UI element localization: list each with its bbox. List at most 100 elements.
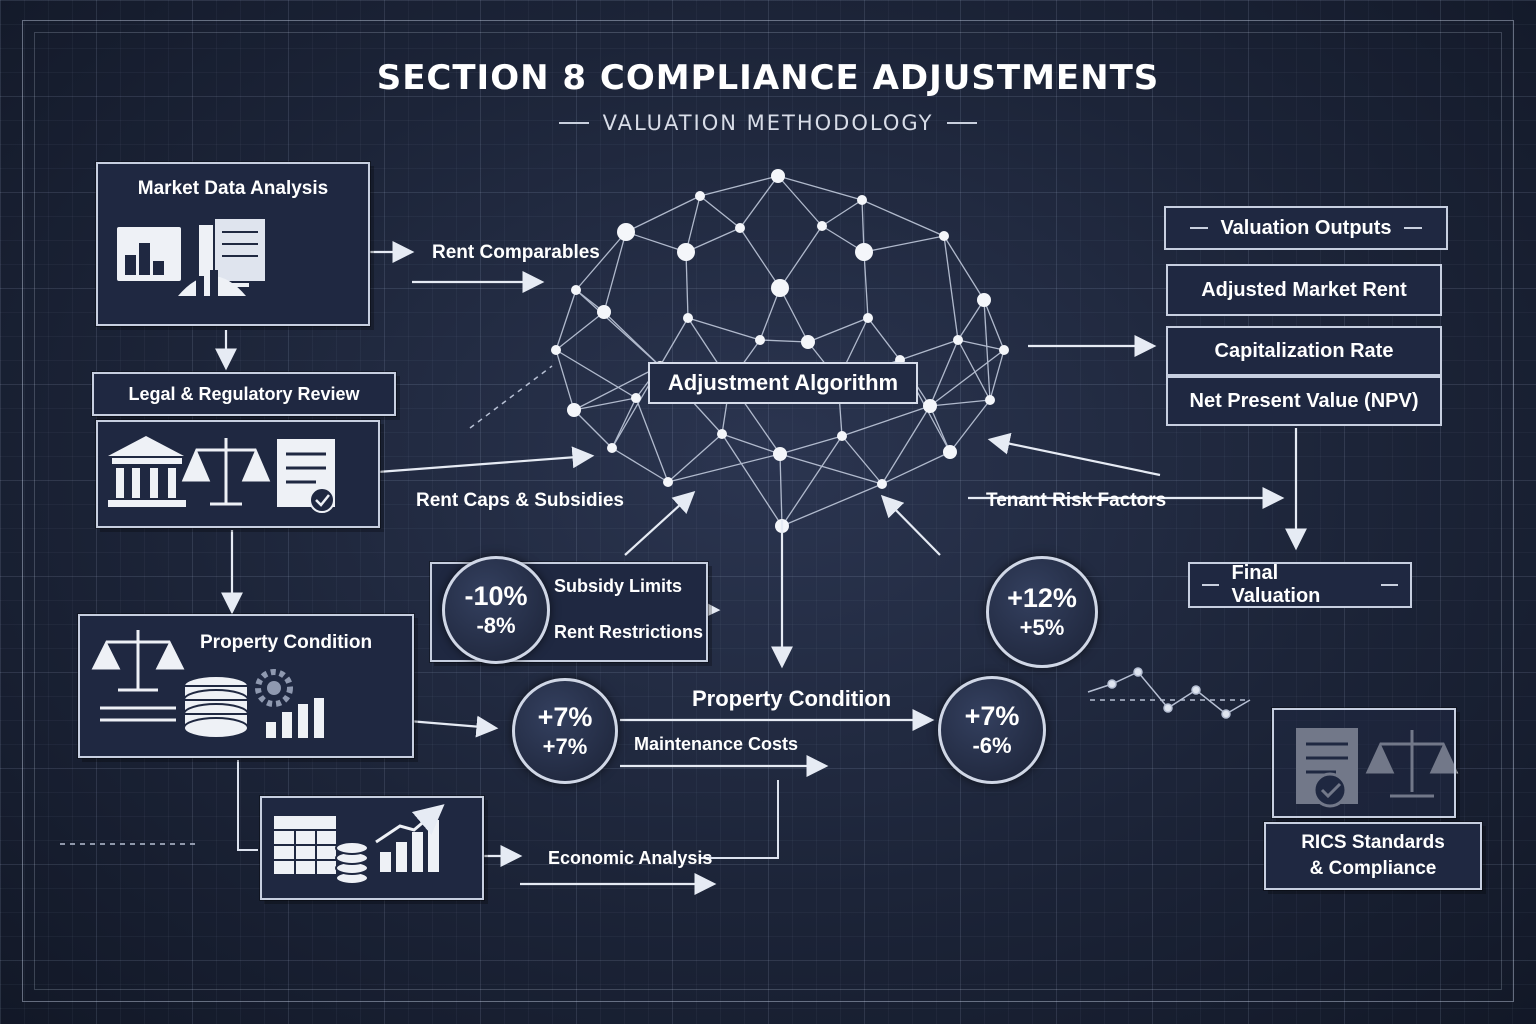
rent-comparables-label: Rent Comparables — [432, 242, 600, 263]
courthouse-icon — [108, 436, 186, 507]
bar-chart-doc-icon — [115, 225, 183, 283]
network-edge — [611, 447, 669, 483]
network-edge — [841, 405, 931, 437]
subtitle-dash-right — [947, 122, 978, 124]
rics-line-1: RICS Standards — [1301, 832, 1445, 853]
network-edge — [555, 349, 637, 399]
output-capitalization-rate: Capitalization Rate — [1166, 326, 1442, 376]
network-edge — [611, 397, 637, 449]
network-node — [771, 279, 789, 297]
rics-icon-panel — [1272, 708, 1456, 818]
network-edge — [573, 409, 613, 449]
coins-icon — [335, 841, 369, 885]
database-icon — [183, 675, 249, 739]
elbow-econ-to-maintenance — [700, 780, 779, 859]
spreadsheet-icon — [274, 816, 336, 874]
network-edge — [781, 435, 843, 527]
network-edge — [721, 433, 783, 527]
page-title: SECTION 8 COMPLIANCE ADJUSTMENTS — [376, 58, 1160, 98]
network-edge — [821, 199, 863, 227]
rent-restrictions-label: Rent Restrictions — [554, 622, 704, 642]
network-edge — [685, 251, 689, 319]
hardhat-house-icon — [178, 270, 246, 296]
network-edge — [863, 235, 945, 253]
rics-line-2: & Compliance — [1309, 858, 1437, 879]
network-node — [855, 243, 873, 261]
network-edge — [635, 397, 669, 483]
network-node — [953, 335, 963, 345]
network-node — [551, 345, 561, 355]
valuation-outputs-title: Valuation Outputs — [1220, 216, 1392, 239]
network-edge — [881, 405, 931, 485]
output-capitalization-rate-label: Capitalization Rate — [1214, 339, 1394, 362]
network-node — [771, 169, 785, 183]
network-node — [773, 447, 787, 461]
maintenance-costs-label: Maintenance Costs — [634, 734, 799, 754]
network-node — [735, 223, 745, 233]
output-adjusted-market-rent: Adjusted Market Rent — [1166, 264, 1442, 316]
network-node — [877, 479, 887, 489]
network-edge — [555, 289, 577, 351]
network-edge — [779, 453, 883, 485]
network-edge — [983, 299, 1005, 351]
network-edge — [721, 433, 781, 455]
network-edge — [759, 339, 809, 343]
network-node — [999, 345, 1009, 355]
elbow-condition-to-econ — [237, 760, 258, 851]
network-edge — [603, 311, 661, 367]
network-edge — [881, 451, 951, 485]
subsidy-adjustment-badge: -10% -8% — [442, 556, 550, 664]
network-edge — [625, 195, 701, 233]
network-node — [617, 223, 635, 241]
network-edge — [779, 453, 783, 527]
network-edge — [863, 251, 869, 319]
network-edge — [929, 339, 959, 407]
network-edge — [573, 365, 661, 411]
balance-scale-icon — [91, 630, 185, 722]
growth-bars-icon — [266, 698, 324, 738]
network-node — [837, 431, 847, 441]
condition-adjust-group: Property Condition Maintenance Costs — [596, 676, 930, 766]
network-edge — [929, 405, 951, 453]
network-edge — [699, 195, 741, 229]
scatter-network-right — [1087, 667, 1251, 719]
network-edge — [625, 231, 687, 253]
rent-caps-label: Rent Caps & Subsidies — [416, 490, 624, 511]
outer-frame — [22, 20, 1514, 1002]
network-edge — [781, 483, 883, 527]
documents-icon — [197, 217, 267, 289]
network-edge — [777, 175, 823, 227]
page-subtitle: VALUATION METHODOLOGY — [602, 111, 934, 135]
output-npv: Net Present Value (NPV) — [1166, 376, 1442, 426]
network-node — [695, 191, 705, 201]
network-edge — [957, 339, 991, 401]
network-edge — [777, 175, 863, 201]
network-edge — [957, 339, 1005, 351]
network-edge — [555, 311, 605, 351]
network-nodes — [551, 169, 1009, 533]
arrow-tenant-in — [987, 432, 1161, 477]
certified-document-icon — [275, 437, 337, 513]
network-node — [977, 293, 991, 307]
network-edge — [861, 199, 945, 237]
network-edge — [685, 227, 741, 253]
condition-right-top: +7% — [964, 701, 1020, 731]
output-npv-label: Net Present Value (NPV) — [1189, 389, 1419, 412]
subtitle-row: VALUATION METHODOLOGY — [548, 108, 988, 138]
subsidy-limits-label: Subsidy Limits — [554, 576, 683, 596]
network-edge — [949, 399, 991, 453]
network-edge — [667, 433, 723, 483]
arrow-subsidy-to-algorithm — [624, 491, 696, 556]
network-node — [939, 231, 949, 241]
final-valuation-label: Final Valuation — [1231, 562, 1321, 607]
tenant-adjustment-bottom: +5% — [1019, 615, 1065, 640]
network-edge — [943, 235, 985, 301]
network-edge — [699, 175, 779, 197]
tenant-risk-label: Tenant Risk Factors — [986, 490, 1167, 511]
network-edge — [603, 231, 627, 313]
network-edge — [957, 299, 985, 341]
network-edge — [779, 287, 809, 343]
network-edge — [573, 397, 637, 411]
network-edge — [867, 317, 901, 361]
